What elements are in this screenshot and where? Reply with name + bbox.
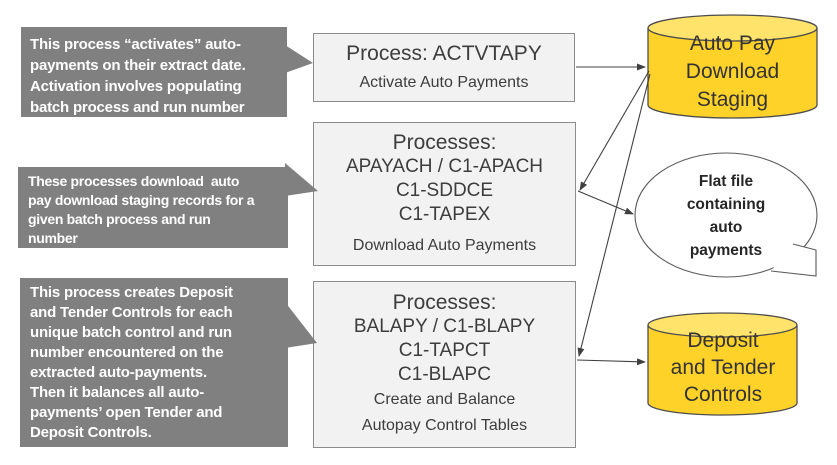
callout-line: Deposit Controls. xyxy=(30,424,152,441)
process-subtitle: Download Auto Payments xyxy=(352,237,537,254)
process-subtitle: Autopay Control Tables xyxy=(361,416,528,434)
callout-line: extracted auto-payments. xyxy=(30,364,207,381)
label-controls-datastore: Deposit and Tender Controls xyxy=(648,327,798,408)
datastore-line: Controls xyxy=(683,383,763,406)
process-subtitle: Activate Auto Payments xyxy=(359,73,529,91)
arrow-staging-to-download xyxy=(579,70,650,191)
callout-balance-note: This process creates Deposit and Tender … xyxy=(20,278,288,447)
arrow-staging-to-balance xyxy=(577,73,651,357)
callout-line: payments on their extract date. xyxy=(30,57,246,74)
process-code: C1-SDDCE xyxy=(395,180,494,201)
flat-file-line: auto xyxy=(709,219,743,236)
callout-line: batch process and run number xyxy=(30,99,245,116)
callout-line: Activation involves populating xyxy=(30,78,242,95)
callout-line: unique batch control and run xyxy=(30,324,232,341)
process-code: C1-BLAPC xyxy=(398,363,491,385)
arrow-balance-to-controls xyxy=(576,358,646,366)
callout-line: pay download staging records for a xyxy=(28,192,255,208)
label-staging-datastore: Auto Pay Download Staging xyxy=(648,30,817,114)
process-code: C1-TAPCT xyxy=(398,339,491,361)
datastore-line: and Tender xyxy=(670,356,776,379)
process-box-download: Processes: APAYACH / C1-APACH C1-SDDCE C… xyxy=(313,122,576,266)
datastore-line: Staging xyxy=(696,88,769,111)
datastore-line: Auto Pay xyxy=(689,32,776,55)
datastore-line: Download xyxy=(685,60,780,83)
callout-line: number xyxy=(28,230,78,246)
callout-line: These processes download auto xyxy=(28,173,240,189)
process-code: BALAPY / C1-BLAPY xyxy=(353,315,536,337)
callout-line: number encountered on the xyxy=(30,344,224,361)
callout-line: Then it balances all auto- xyxy=(30,384,205,401)
datastore-line: Deposit xyxy=(687,329,759,352)
callout-line: and Tender Controls for each xyxy=(30,304,233,321)
flat-file-line: Flat file xyxy=(698,173,754,190)
callout-line: This process “activates” auto- xyxy=(30,36,241,53)
process-code: APAYACH / C1-APACH xyxy=(345,156,544,177)
process-title: Processes: xyxy=(392,290,497,314)
process-box-activate: Process: ACTVTAPY Activate Auto Payments xyxy=(313,33,575,102)
process-title: Process: ACTVTAPY xyxy=(346,41,542,65)
process-subtitle: Create and Balance xyxy=(373,390,516,408)
callout-line: given batch process and run xyxy=(28,211,211,227)
label-flat-file: Flat file containing auto payments xyxy=(646,170,806,262)
callout-activate-note: This process “activates” auto- payments … xyxy=(21,27,287,117)
callout-download-note: These processes download auto pay downlo… xyxy=(18,167,288,248)
flat-file-line: payments xyxy=(689,242,763,259)
callout-tail-activate xyxy=(285,45,313,73)
process-title: Processes: xyxy=(392,131,497,154)
process-box-balance: Processes: BALAPY / C1-BLAPY C1-TAPCT C1… xyxy=(313,281,576,448)
callout-line: payments’ open Tender and xyxy=(30,404,223,421)
process-code: C1-TAPEX xyxy=(398,204,491,225)
arrow-download-to-flatfile xyxy=(577,190,634,215)
callout-line: This process creates Deposit xyxy=(30,284,233,301)
flat-file-line: containing xyxy=(686,196,766,213)
